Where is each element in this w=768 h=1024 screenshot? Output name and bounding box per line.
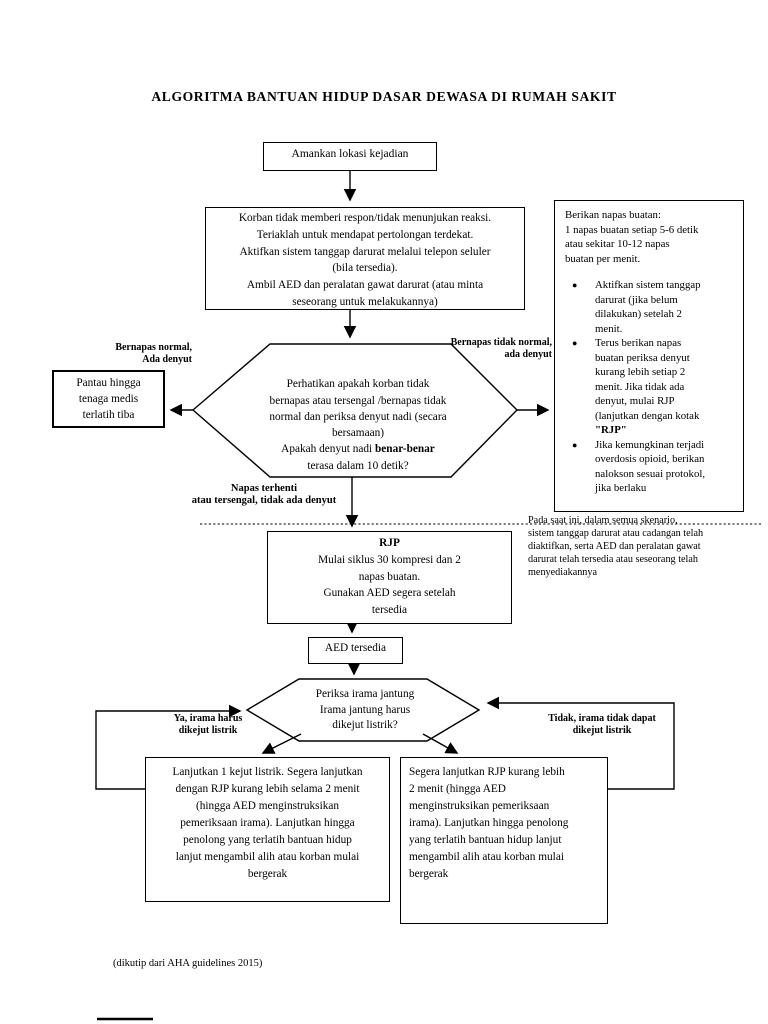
bullet-item: ● Terus berikan napas buatan periksa den…	[565, 336, 734, 438]
bullet-text: Terus berikan napas buatan periksa denyu…	[595, 336, 734, 438]
shock-box: Lanjutkan 1 kejut listrik. Segera lanjut…	[145, 757, 390, 902]
cpr-box: Segera lanjutkan RJP kurang lebih 2 meni…	[400, 757, 608, 924]
shock-box-text: Lanjutkan 1 kejut listrik. Segera lanjut…	[172, 766, 363, 880]
arrow-rhythm-to-cpr	[422, 733, 459, 754]
rjp-box-text: Mulai siklus 30 kompresi dan 2 napas bua…	[318, 553, 461, 617]
rescue-breathing-box: Berikan napas buatan: 1 napas buatan set…	[554, 200, 744, 512]
cpr-box-text: Segera lanjutkan RJP kurang lebih 2 meni…	[409, 766, 569, 880]
rjp-box-title: RJP	[379, 537, 400, 549]
bullet-icon: ●	[572, 280, 578, 290]
bullet-text: Jika kemungkinan terjadi overdosis opioi…	[595, 438, 706, 495]
bullet-icon: ●	[572, 338, 578, 348]
rhythm-decision-text: Periksa irama jantung Irama jantung haru…	[315, 688, 415, 732]
bullet-text-plain: Terus berikan napas buatan periksa denyu…	[595, 337, 700, 422]
label-no-breathing: Napas terhenti atau tersengal, tidak ada…	[191, 483, 337, 506]
arrow-rhythm-to-shock	[261, 733, 302, 754]
label-shockable: Ya, irama harus dikejut listrik	[173, 713, 243, 736]
aed-box: AED tersedia	[308, 637, 403, 664]
bullet-item: ● Aktifkan sistem tanggap darurat (jika …	[565, 278, 734, 336]
bullet-icon: ●	[572, 439, 578, 450]
breathing-decision-text: Perhatikan apakah korban tidak bernapas …	[212, 360, 504, 474]
bullet-text: Aktifkan sistem tanggap darurat (jika be…	[595, 279, 701, 335]
monitor-box-text: Pantau hingga tenaga medis terlatih tiba	[76, 377, 141, 421]
breathing-decision-after: terasa dalam 10 detik?	[307, 459, 409, 472]
scenario-note: Pada saat ini, dalam semua skenario, sis…	[528, 515, 704, 578]
bullet-text-bold: "RJP"	[595, 424, 627, 436]
rescue-breathing-intro: Berikan napas buatan: 1 napas buatan set…	[565, 209, 699, 265]
label-abnormal-breathing: Bernapas tidak normal, ada denyut	[450, 337, 552, 360]
breathing-decision-bold: benar-benar	[374, 443, 435, 456]
label-not-shockable: Tidak, irama tidak dapat dikejut listrik	[548, 713, 656, 736]
breathing-decision-before: Perhatikan apakah korban tidak bernapas …	[269, 378, 447, 456]
no-response-box: Korban tidak memberi respon/tidak menunj…	[205, 207, 525, 310]
start-box-text: Amankan lokasi kejadian	[291, 148, 409, 160]
attribution: (dikutip dari AHA guidelines 2015)	[113, 958, 263, 969]
monitor-box: Pantau hingga tenaga medis terlatih tiba	[52, 370, 165, 428]
aed-box-text: AED tersedia	[324, 642, 387, 654]
rescue-breathing-bullets: ● Aktifkan sistem tanggap darurat (jika …	[565, 278, 734, 496]
rjp-box: RJP Mulai siklus 30 kompresi dan 2 napas…	[267, 531, 512, 624]
start-box: Amankan lokasi kejadian	[263, 142, 437, 171]
no-response-text: Korban tidak memberi respon/tidak menunj…	[238, 212, 492, 308]
bullet-item: ● Jika kemungkinan terjadi overdosis opi…	[565, 438, 734, 496]
label-normal-breathing: Bernapas normal, Ada denyut	[115, 342, 192, 365]
page-title: ALGORITMA BANTUAN HIDUP DASAR DEWASA DI …	[151, 89, 617, 104]
